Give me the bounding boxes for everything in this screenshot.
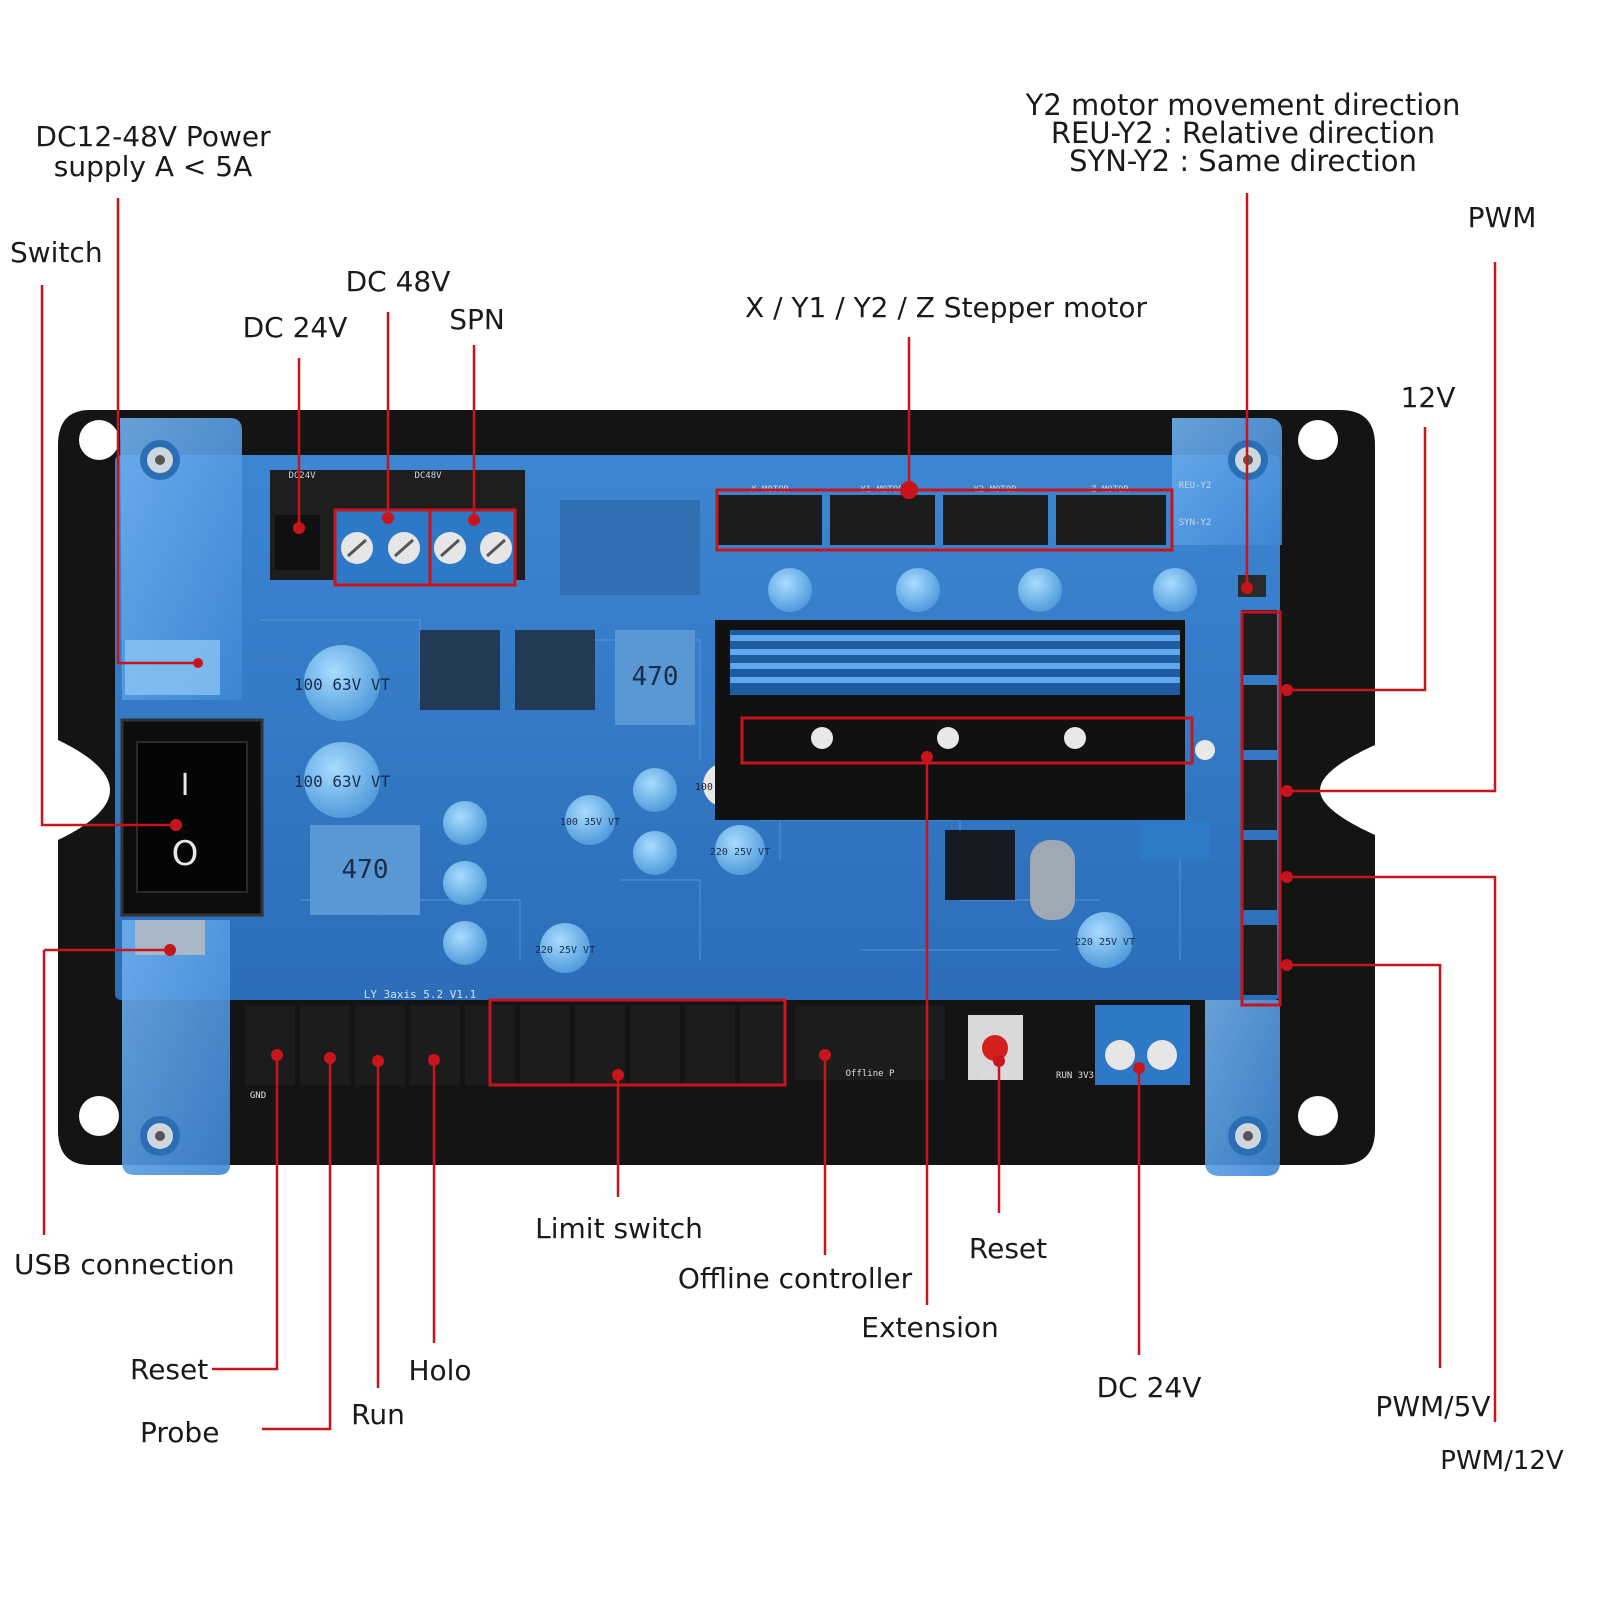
leader-switch bbox=[40, 285, 176, 827]
label-power-supply-line2: supply A < 5A bbox=[53, 150, 253, 183]
label-power-supply: DC12-48V Power supply A < 5A bbox=[35, 122, 270, 182]
silk-offline: Offline P bbox=[846, 1069, 895, 1079]
label-reset-right: Reset bbox=[968, 1232, 1048, 1265]
label-y2-direction-line3: SYN-Y2 : Same direction bbox=[1069, 144, 1417, 178]
switch-connector bbox=[125, 640, 220, 695]
switch-off-mark: O bbox=[172, 834, 199, 874]
mount-hole bbox=[1298, 1096, 1338, 1136]
label-pwm: PWM bbox=[1467, 201, 1537, 234]
leader-pwm-5v bbox=[1287, 963, 1442, 1368]
leader-pwm bbox=[1287, 262, 1497, 793]
label-dc24v-bottom: DC 24V bbox=[1096, 1371, 1202, 1404]
label-run: Run bbox=[351, 1398, 405, 1431]
leader-power-supply bbox=[116, 198, 198, 665]
acrylic-bracket-top-left bbox=[120, 418, 242, 700]
regulator-chip bbox=[515, 630, 595, 710]
reset-button[interactable] bbox=[982, 1035, 1008, 1061]
label-limit-switch: Limit switch bbox=[535, 1212, 703, 1245]
label-stepper-motor: X / Y1 / Y2 / Z Stepper motor bbox=[745, 291, 1147, 324]
driver-potentiometers bbox=[811, 727, 1215, 760]
bottom-headers bbox=[245, 1005, 945, 1085]
regulator-chip bbox=[420, 630, 500, 710]
inductor-label: 470 bbox=[342, 855, 389, 885]
label-y2-direction-line2: REU-Y2 : Relative direction bbox=[1050, 116, 1436, 150]
cap-label: 220 25V VT bbox=[535, 945, 595, 956]
inductor-label: 470 bbox=[632, 662, 679, 692]
highlight-right-connectors bbox=[1240, 610, 1282, 1007]
highlight-spn bbox=[428, 508, 517, 587]
label-switch: Switch bbox=[10, 236, 103, 269]
silk-board-name: LY 3axis 5.2 V1.1 bbox=[364, 988, 477, 1001]
mount-hole bbox=[79, 420, 119, 460]
capacitors bbox=[304, 568, 1197, 973]
leader-probe bbox=[262, 1058, 332, 1431]
regulator-chip bbox=[560, 500, 700, 595]
silk-reu-y2: REU-Y2 bbox=[1179, 481, 1212, 491]
mcu-chip bbox=[945, 830, 1015, 900]
screws bbox=[140, 440, 1268, 1156]
crystal bbox=[1030, 840, 1075, 920]
highlight-boxes bbox=[333, 488, 1282, 1087]
highlight-stepper-headers bbox=[715, 488, 1174, 552]
mount-hole bbox=[1298, 420, 1338, 460]
label-spn: SPN bbox=[449, 303, 505, 336]
rocker-switch-face[interactable] bbox=[136, 741, 248, 893]
silk-dc24v: DC24V bbox=[288, 471, 316, 481]
inductor bbox=[310, 825, 420, 915]
label-power-supply-line1: DC12-48V Power bbox=[35, 120, 271, 153]
leader-12v bbox=[1287, 427, 1427, 692]
cap-label: 100 63V VT bbox=[294, 772, 391, 791]
cap-label: 220 25V VT bbox=[710, 847, 770, 858]
terminal-screw bbox=[1147, 1040, 1177, 1070]
switch-on-mark: I bbox=[181, 768, 190, 803]
cap-label: 220 25V VT bbox=[1075, 937, 1135, 948]
label-dc24v-top: DC 24V bbox=[242, 311, 348, 344]
label-usb-connection: USB connection bbox=[14, 1248, 235, 1281]
right-connectors bbox=[1238, 575, 1277, 995]
silk-gnd: GND bbox=[250, 1091, 266, 1101]
leader-dots bbox=[164, 481, 1293, 1081]
label-holo: Holo bbox=[408, 1354, 472, 1387]
cap-label: 100 35V VT bbox=[560, 817, 620, 828]
label-pwm-5v: PWM/5V bbox=[1375, 1390, 1491, 1423]
label-reset-left: Reset bbox=[130, 1353, 209, 1386]
acrylic-bracket-bottom-left bbox=[122, 920, 230, 1175]
cap-label: 100 63V VT bbox=[294, 675, 391, 694]
highlight-limit-switch bbox=[488, 998, 787, 1087]
terminal-screws bbox=[341, 532, 512, 564]
label-y2-direction: Y2 motor movement direction REU-Y2 : Rel… bbox=[1025, 88, 1461, 178]
highlight-extension bbox=[740, 716, 1194, 765]
leader-pwm-12v bbox=[1287, 875, 1497, 1422]
label-y2-direction-line1: Y2 motor movement direction bbox=[1025, 88, 1461, 122]
silk-dc48v: DC48V bbox=[414, 471, 442, 481]
inductor bbox=[615, 630, 695, 725]
leader-reset-left bbox=[212, 1055, 279, 1371]
label-pwm-12v: PWM/12V bbox=[1440, 1446, 1564, 1476]
mount-hole bbox=[79, 1096, 119, 1136]
label-12v: 12V bbox=[1400, 381, 1456, 414]
terminal-screw bbox=[1105, 1040, 1135, 1070]
microstep-jumpers bbox=[1140, 820, 1210, 860]
silk-syn-y2: SYN-Y2 bbox=[1179, 518, 1212, 528]
label-dc48v: DC 48V bbox=[345, 265, 451, 298]
label-probe: Probe bbox=[140, 1416, 220, 1449]
heatsink bbox=[730, 630, 1180, 695]
label-offline-controller: Offline controller bbox=[677, 1262, 913, 1295]
leader-lines bbox=[40, 193, 1497, 1431]
label-extension: Extension bbox=[861, 1311, 999, 1344]
motor-headers bbox=[717, 495, 1166, 545]
silk-run: RUN 3V3 bbox=[1056, 1071, 1094, 1081]
silk-reset: RESET bbox=[981, 1071, 1009, 1081]
